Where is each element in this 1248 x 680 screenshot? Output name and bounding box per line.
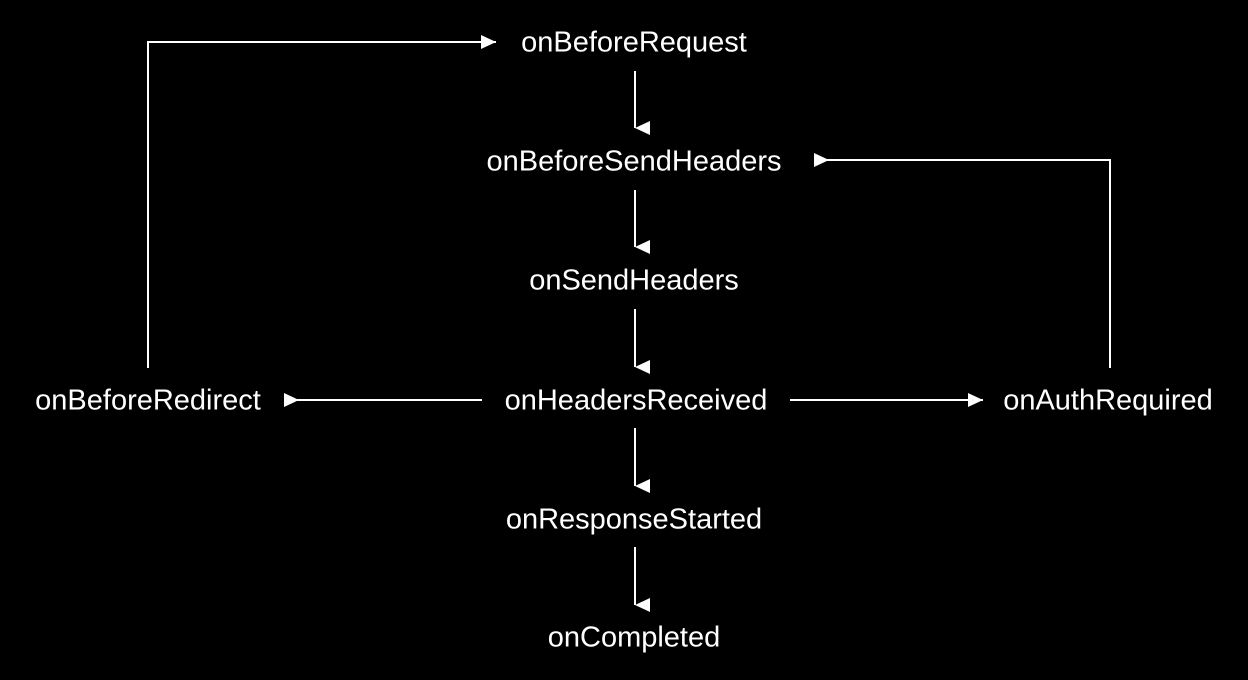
node-onAuthRequired[interactable]: onAuthRequired <box>1003 384 1213 417</box>
node-onBeforeSendHeaders[interactable]: onBeforeSendHeaders <box>486 145 782 178</box>
edge-onAuthRequired-to-onBeforeSendHeaders <box>814 153 1111 368</box>
node-onBeforeRedirect[interactable]: onBeforeRedirect <box>35 384 261 417</box>
node-onResponseStarted[interactable]: onResponseStarted <box>505 503 763 536</box>
node-onBeforeRequest[interactable]: onBeforeRequest <box>521 26 747 59</box>
node-onCompleted[interactable]: onCompleted <box>547 621 721 654</box>
edge-onBeforeRedirect-to-onBeforeRequest <box>147 35 496 368</box>
node-onHeadersReceived[interactable]: onHeadersReceived <box>504 384 768 417</box>
node-onSendHeaders[interactable]: onSendHeaders <box>529 264 739 297</box>
